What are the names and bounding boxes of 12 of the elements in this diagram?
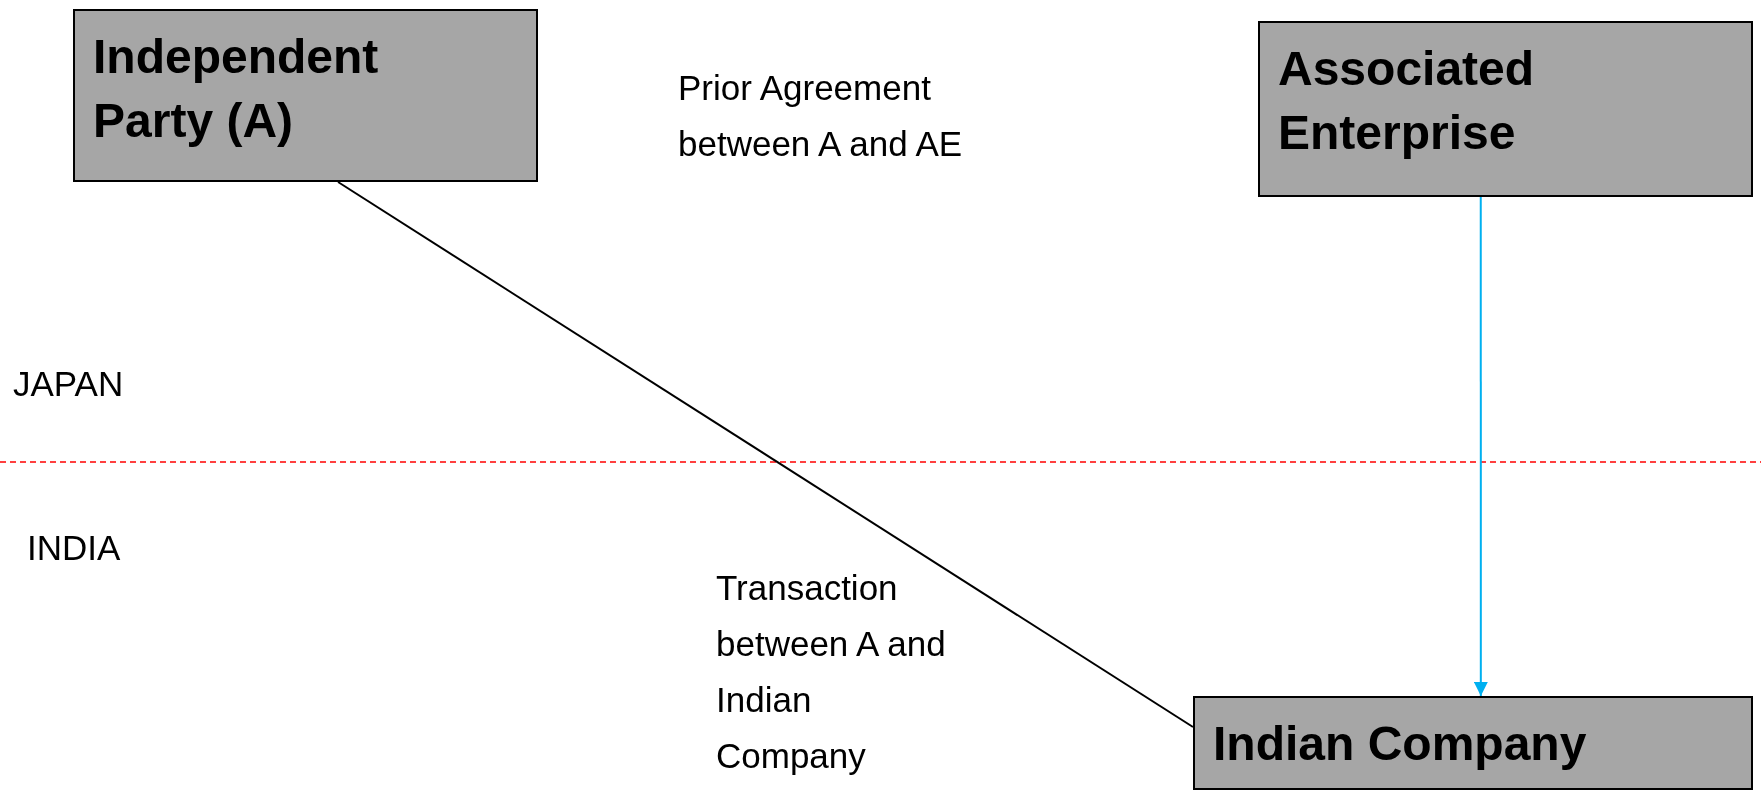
entity-box xyxy=(1258,21,1753,197)
entity-name: Independent Party (A) xyxy=(93,29,380,149)
note-text: Prior Agreement between A and AE xyxy=(678,67,964,165)
note-text: Transaction between A and Indian Company xyxy=(716,567,947,777)
entity-name: Associated Enterprise xyxy=(1278,41,1536,161)
entity-box xyxy=(73,9,538,182)
region-label: JAPAN xyxy=(13,363,125,405)
arrow xyxy=(1473,196,1488,697)
entity-box xyxy=(1193,696,1753,790)
entity-name: Indian Company xyxy=(1213,716,1588,772)
connector-line xyxy=(337,181,1194,728)
region-label: INDIA xyxy=(27,527,122,569)
